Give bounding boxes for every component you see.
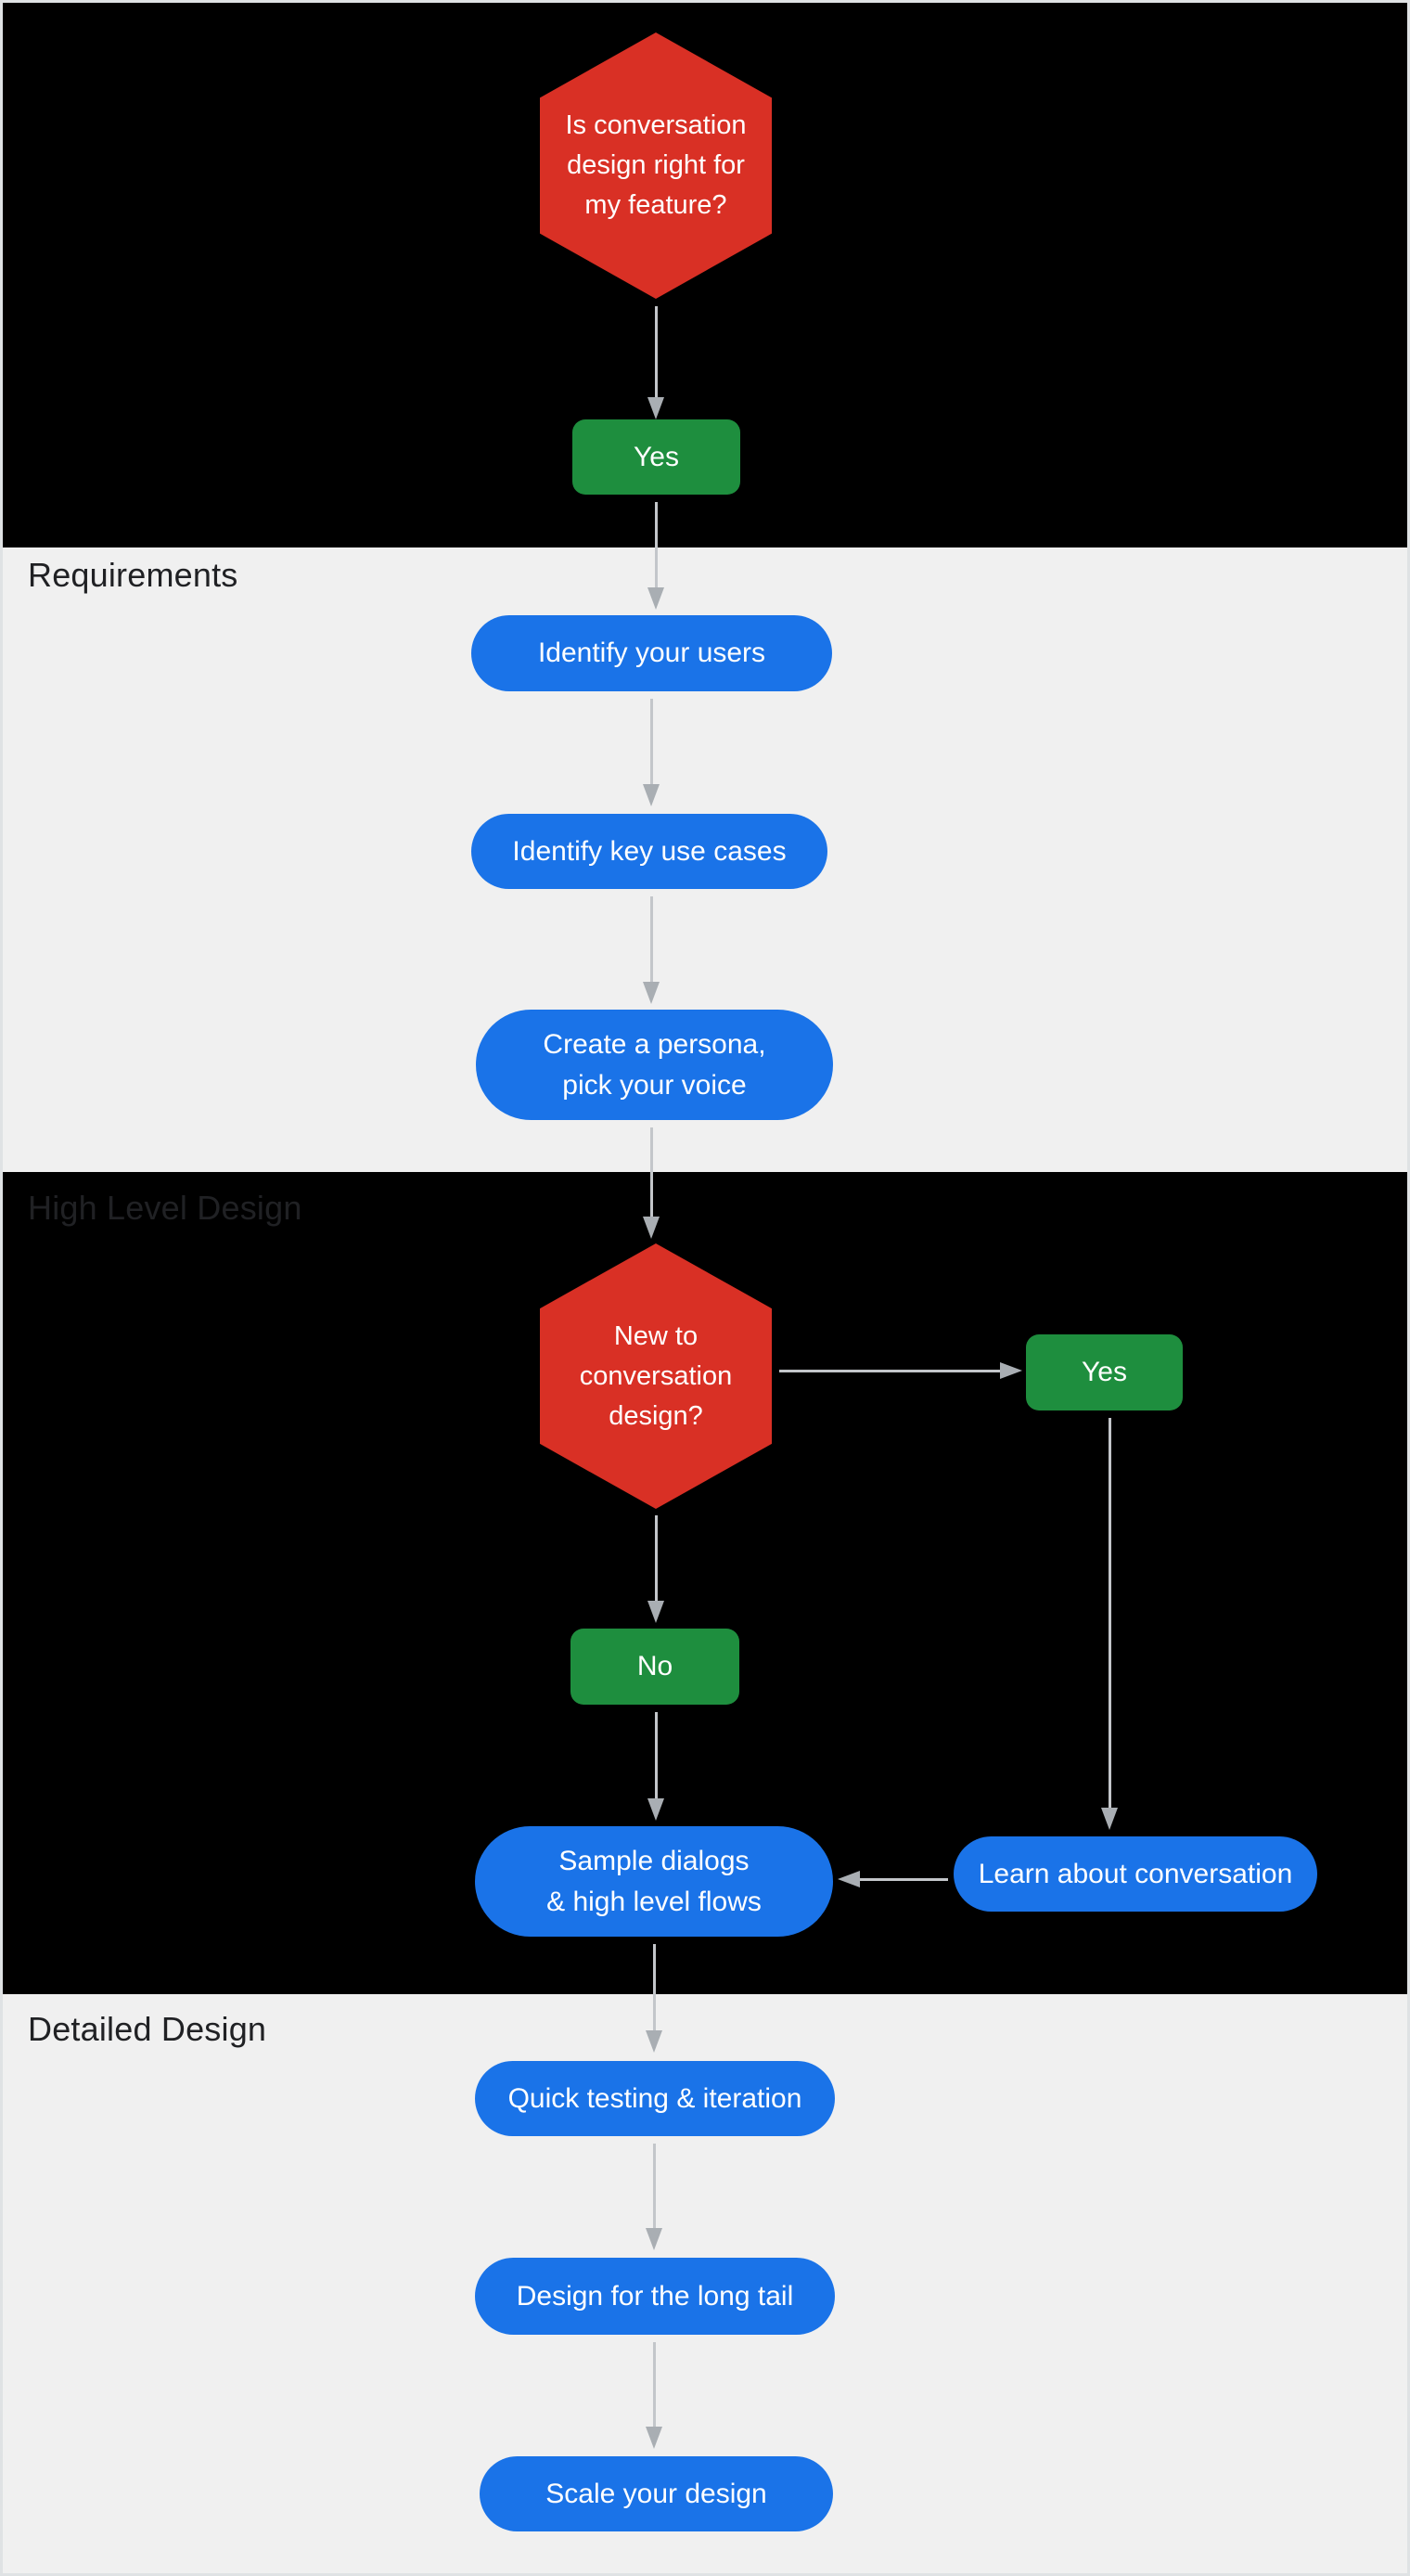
decision-is-conversation-design-right: Is conversation design right for my feat… bbox=[540, 32, 772, 299]
arrow-line bbox=[1108, 1418, 1111, 1808]
step-identify-key-use-cases: Identify key use cases bbox=[471, 814, 827, 889]
arrowhead-down-icon bbox=[646, 2427, 662, 2449]
arrow-persona-to-qnew bbox=[643, 1127, 660, 1239]
arrow-long-tail-to-scale bbox=[646, 2342, 662, 2449]
arrowhead-down-icon bbox=[647, 587, 664, 610]
section-label-high-level-design: High Level Design bbox=[28, 1189, 302, 1227]
arrow-line bbox=[654, 1712, 658, 1798]
section-label-requirements: Requirements bbox=[28, 556, 238, 594]
arrow-yes-to-learn bbox=[1101, 1418, 1118, 1830]
answer-no-new: No bbox=[570, 1629, 739, 1705]
arrowhead-down-icon bbox=[647, 1601, 664, 1623]
step-design-for-long-tail: Design for the long tail bbox=[475, 2258, 835, 2335]
step-sample-dialogs-high-level-flows: Sample dialogs & high level flows bbox=[475, 1826, 833, 1937]
arrow-learn-to-sample-dialogs bbox=[838, 1871, 948, 1887]
arrow-qfeature-to-yes bbox=[647, 306, 664, 419]
arrow-yes-to-identify-users bbox=[647, 502, 664, 610]
arrow-line bbox=[654, 1515, 658, 1601]
step-create-persona-pick-voice: Create a persona, pick your voice bbox=[476, 1010, 833, 1120]
arrow-line bbox=[779, 1369, 1000, 1372]
answer-yes-new: Yes bbox=[1026, 1334, 1183, 1410]
arrowhead-down-icon bbox=[643, 982, 660, 1004]
step-identify-your-users: Identify your users bbox=[471, 615, 832, 691]
decision-new-to-conversation-design: New to conversation design? bbox=[540, 1243, 772, 1509]
arrow-line bbox=[860, 1877, 948, 1881]
step-learn-about-conversation: Learn about conversation bbox=[954, 1836, 1317, 1912]
arrow-use-cases-to-persona bbox=[643, 896, 660, 1004]
answer-yes-top: Yes bbox=[572, 419, 740, 495]
arrow-sample-dialogs-to-quick-testing bbox=[646, 1944, 662, 2053]
arrow-identify-users-to-use-cases bbox=[643, 699, 660, 806]
arrow-qnew-to-no bbox=[647, 1515, 664, 1623]
arrow-line bbox=[652, 1944, 656, 2030]
arrowhead-down-icon bbox=[646, 2228, 662, 2250]
arrow-line bbox=[649, 699, 653, 784]
arrowhead-left-icon bbox=[838, 1871, 860, 1887]
arrow-no-to-sample-dialogs bbox=[647, 1712, 664, 1821]
arrow-line bbox=[649, 1127, 653, 1217]
arrowhead-down-icon bbox=[646, 2030, 662, 2053]
arrow-quick-testing-to-long-tail bbox=[646, 2144, 662, 2250]
arrow-qnew-to-yes bbox=[779, 1362, 1022, 1379]
arrowhead-down-icon bbox=[1101, 1808, 1118, 1830]
step-scale-your-design: Scale your design bbox=[480, 2456, 833, 2531]
arrow-line bbox=[654, 502, 658, 587]
arrow-line bbox=[652, 2342, 656, 2427]
arrowhead-right-icon bbox=[1000, 1362, 1022, 1379]
arrowhead-down-icon bbox=[647, 397, 664, 419]
arrow-line bbox=[649, 896, 653, 982]
arrowhead-down-icon bbox=[647, 1798, 664, 1821]
arrow-line bbox=[652, 2144, 656, 2228]
arrowhead-down-icon bbox=[643, 784, 660, 806]
arrowhead-down-icon bbox=[643, 1217, 660, 1239]
arrow-line bbox=[654, 306, 658, 397]
section-label-detailed-design: Detailed Design bbox=[28, 2010, 267, 2048]
step-quick-testing-iteration: Quick testing & iteration bbox=[475, 2061, 835, 2136]
